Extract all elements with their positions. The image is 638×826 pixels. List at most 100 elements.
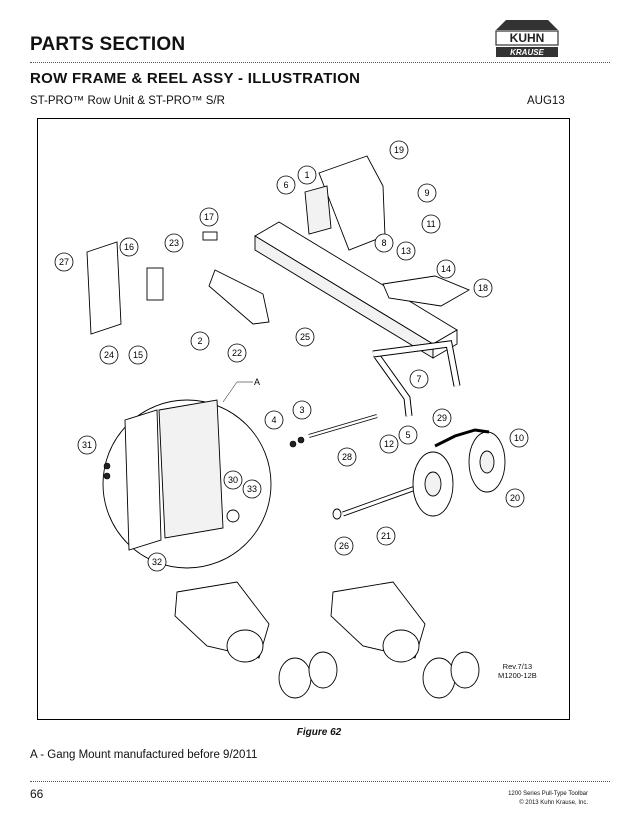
callout-12: 12: [379, 434, 399, 454]
callout-31: 31: [77, 435, 97, 455]
svg-text:33: 33: [247, 484, 257, 494]
section-title: PARTS SECTION: [30, 34, 186, 55]
svg-text:22: 22: [232, 348, 242, 358]
callout-2: 2: [190, 331, 210, 351]
svg-text:29: 29: [437, 413, 447, 423]
callout-6: 6: [276, 175, 296, 195]
footer-info: 1200 Series Pull-Type Toolbar © 2013 Kuh…: [508, 790, 588, 808]
svg-text:26: 26: [339, 541, 349, 551]
svg-text:9: 9: [424, 188, 429, 198]
svg-text:6: 6: [283, 180, 288, 190]
svg-text:8: 8: [381, 238, 386, 248]
callout-17: 17: [199, 207, 219, 227]
callout-11: 11: [421, 214, 441, 234]
callout-23: 23: [164, 233, 184, 253]
reel-right: [468, 431, 506, 493]
svg-text:25: 25: [300, 332, 310, 342]
callout-14: 14: [436, 259, 456, 279]
svg-text:2: 2: [197, 336, 202, 346]
callout-3: 3: [292, 400, 312, 420]
assembled-row-unit-right: [330, 581, 480, 699]
doc-title: 1200 Series Pull-Type Toolbar: [508, 791, 588, 797]
svg-text:10: 10: [514, 433, 524, 443]
assembled-row-unit-left: [174, 581, 338, 699]
callout-7: 7: [409, 369, 429, 389]
detail-note: A - Gang Mount manufactured before 9/201…: [30, 749, 258, 761]
callout-15: 15: [128, 345, 148, 365]
svg-text:7: 7: [416, 374, 421, 384]
callout-8: 8: [374, 233, 394, 253]
callout-16: 16: [119, 237, 139, 257]
reel-left: [412, 451, 454, 517]
page-number: 66: [30, 787, 44, 801]
svg-text:17: 17: [204, 212, 214, 222]
svg-text:4: 4: [271, 415, 276, 425]
svg-text:27: 27: [59, 257, 69, 267]
svg-text:18: 18: [478, 283, 488, 293]
svg-text:32: 32: [152, 557, 162, 567]
bracket-plate: [146, 267, 164, 301]
svg-text:30: 30: [228, 475, 238, 485]
logo-brand-top: KUHN: [510, 31, 545, 45]
callout-10: 10: [509, 428, 529, 448]
svg-text:16: 16: [124, 242, 134, 252]
copyright: © 2013 Kuhn Krause, Inc.: [519, 800, 588, 806]
svg-text:21: 21: [381, 531, 391, 541]
svg-text:1: 1: [304, 170, 309, 180]
svg-text:24: 24: [104, 350, 114, 360]
drawing-number: M1200-12B: [498, 671, 537, 680]
figure-caption: Figure 62: [296, 727, 342, 738]
callout-1: 1: [297, 165, 317, 185]
scraper-blade: [382, 275, 471, 307]
svg-text:31: 31: [82, 440, 92, 450]
callout-5: 5: [398, 425, 418, 445]
kuhn-krause-logo: KUHN KRAUSE: [495, 20, 559, 57]
detail-a-label: A: [254, 377, 260, 387]
mount-plate: [304, 185, 332, 235]
revision-date: AUG13: [527, 95, 565, 107]
callout-4: 4: [264, 410, 284, 430]
callout-27: 27: [54, 252, 74, 272]
svg-text:14: 14: [441, 264, 451, 274]
logo-brand-bottom: KRAUSE: [510, 48, 544, 57]
parts-illustration: A 19 1 6 9 11 17 8 13 16: [54, 140, 529, 699]
callout-32: 32: [147, 552, 167, 572]
callout-26: 26: [334, 536, 354, 556]
arm-link: [208, 269, 270, 325]
svg-text:20: 20: [510, 493, 520, 503]
callout-13: 13: [396, 241, 416, 261]
revision-block: Rev.7/13 M1200-12B: [498, 662, 537, 680]
svg-text:13: 13: [401, 246, 411, 256]
svg-text:23: 23: [169, 238, 179, 248]
gang-mount-plate: [124, 409, 162, 551]
callout-28: 28: [337, 447, 357, 467]
callout-29: 29: [432, 408, 452, 428]
gang-mount-body: [158, 399, 224, 539]
drive-chain: [434, 428, 490, 448]
callout-20: 20: [505, 488, 525, 508]
svg-text:11: 11: [426, 219, 435, 229]
svg-text:3: 3: [299, 405, 304, 415]
revision-code: Rev.7/13: [502, 662, 533, 671]
callout-25: 25: [295, 327, 315, 347]
callout-18: 18: [473, 278, 493, 298]
svg-text:12: 12: [384, 439, 394, 449]
illustration-title: ROW FRAME & REEL ASSY - ILLUSTRATION: [30, 70, 361, 87]
callout-30: 30: [223, 470, 243, 490]
svg-text:19: 19: [394, 145, 404, 155]
callout-24: 24: [99, 345, 119, 365]
illustration-frame: [37, 118, 570, 720]
footer-divider: [30, 781, 610, 782]
svg-text:28: 28: [342, 452, 352, 462]
side-plate: [86, 241, 122, 335]
svg-text:5: 5: [405, 430, 410, 440]
header-divider: [30, 62, 610, 63]
small-plate: [202, 231, 218, 241]
callout-22: 22: [227, 343, 247, 363]
callout-9: 9: [417, 183, 437, 203]
callout-33: 33: [242, 479, 262, 499]
callout-19: 19: [389, 140, 409, 160]
callout-21: 21: [376, 526, 396, 546]
svg-text:15: 15: [133, 350, 143, 360]
model-line: ST-PRO™ Row Unit & ST-PRO™ S/R: [30, 95, 225, 107]
